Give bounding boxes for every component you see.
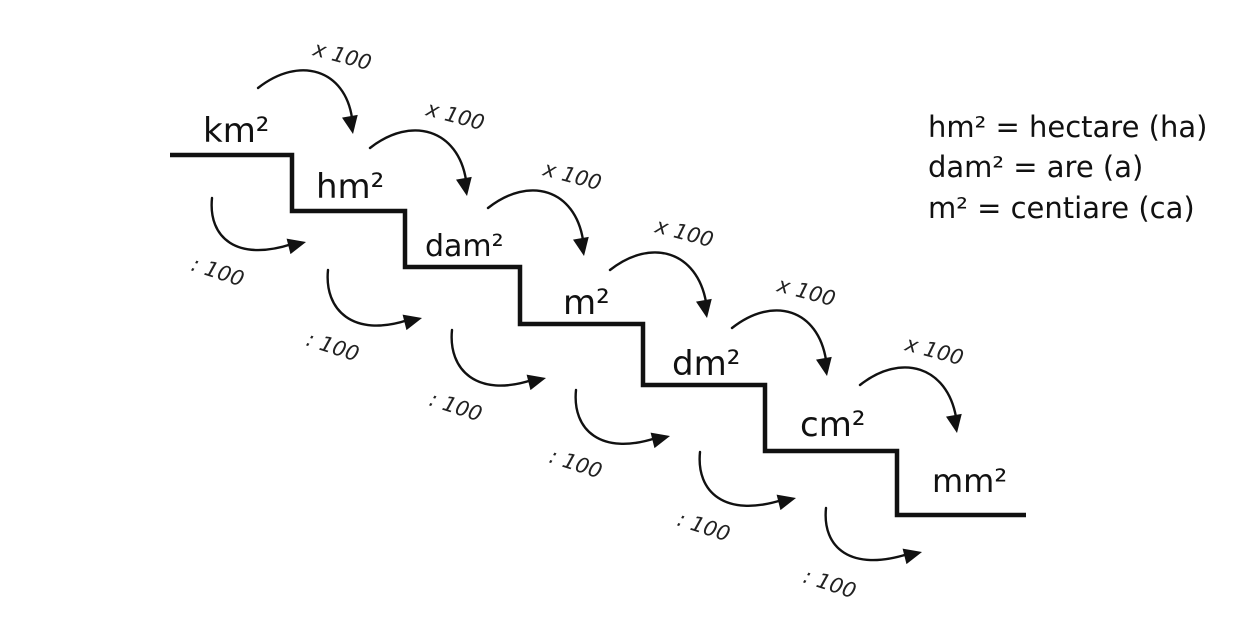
multiply-arrow-head [945,413,962,433]
multiply-arrow-head [695,298,712,318]
unit-label-dm2: dm² [672,344,740,384]
multiply-arrow-curve [256,69,354,120]
multiply-arrow-curve [486,189,585,242]
divide-arrows [210,196,922,565]
multiply-arrow-curve [368,129,468,182]
divide-arrow-head [776,494,796,511]
multiply-arrow-head [341,114,358,134]
staircase-line [170,152,1026,518]
multiply-arrow-curve [730,309,828,362]
divide-arrow-head [526,374,546,391]
multiply-arrows [256,69,962,433]
unit-label-hm2: hm² [316,167,384,207]
multiply-label: x 100 [652,213,716,252]
divide-arrow-curve [574,388,658,445]
multiply-label: x 100 [423,96,487,135]
divide-arrow-curve [450,328,534,387]
unit-labels: km² hm² dam² m² dm² cm² mm² [203,111,1007,500]
divide-label: : 100 [546,444,605,483]
legend-line-centiare: m² = centiare (ca) [928,191,1195,225]
multiply-label: x 100 [540,156,604,195]
multiply-arrow-head [815,356,832,376]
divide-label: : 100 [674,507,733,546]
multiply-arrow-head [455,176,472,196]
multiply-arrow-curve [858,366,958,419]
legend-line-are: dam² = are (a) [928,150,1143,184]
divide-arrow-head [902,548,922,565]
divide-arrow-head [650,432,670,449]
divide-label: : 100 [800,564,859,603]
unit-label-km2: km² [203,111,269,151]
divide-labels: : 100 : 100 : 100 : 100 : 100 : 100 [188,252,859,603]
multiply-label: x 100 [774,272,838,311]
unit-label-dam2: dam² [425,229,504,264]
divide-label: : 100 [303,327,362,366]
divide-label: : 100 [188,252,247,291]
unit-label-cm2: cm² [800,405,865,445]
multiply-arrow-curve [608,251,708,304]
unit-label-m2: m² [563,283,610,323]
legend-line-hectare: hm² = hectare (ha) [928,110,1207,144]
divide-label: : 100 [426,387,485,426]
multiply-label: x 100 [310,36,374,75]
multiply-label: x 100 [902,331,966,370]
divide-arrow-curve [698,450,784,507]
divide-arrow-curve [210,196,294,252]
divide-arrow-curve [326,268,410,327]
divide-arrow-head [402,314,422,331]
unit-label-mm2: mm² [932,462,1007,500]
unit-equivalence-legend: hm² = hectare (ha) dam² = are (a) m² = c… [928,110,1207,225]
divide-arrow-head [286,238,306,255]
multiply-arrow-head [572,236,589,256]
divide-arrow-curve [824,506,910,562]
